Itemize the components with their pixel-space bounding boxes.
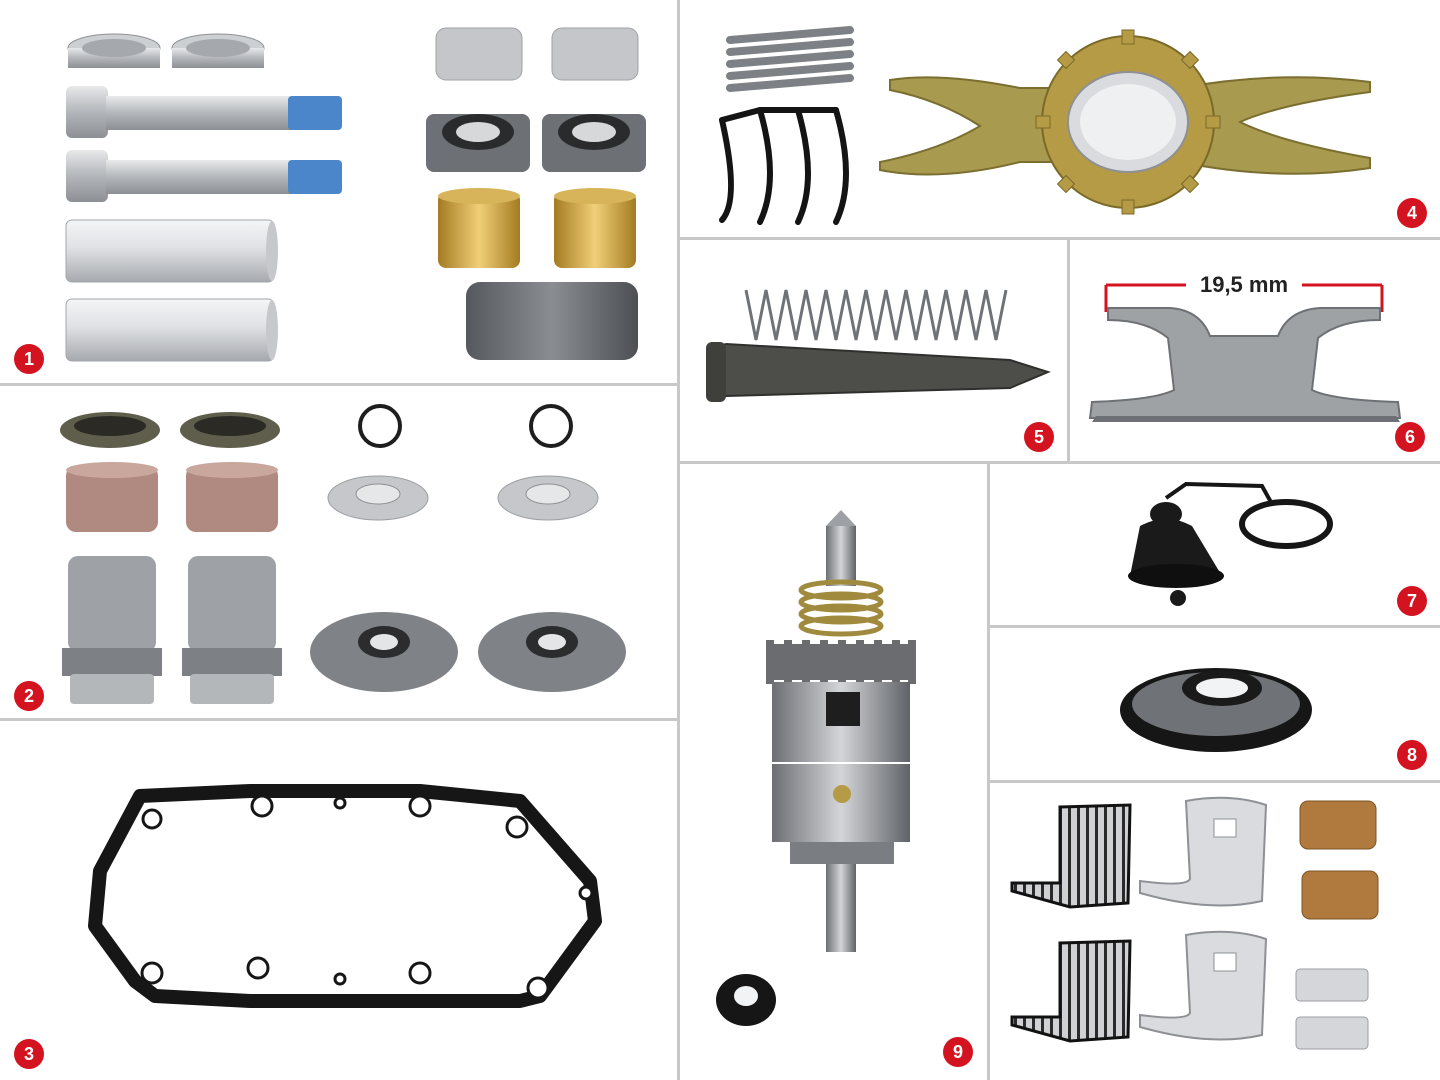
divider-h-left-1 xyxy=(0,383,677,386)
panel-number-badge: 1 xyxy=(14,344,44,374)
adjuster-gear-icon xyxy=(719,26,1371,225)
adjuster-shaft-icon xyxy=(716,510,916,1026)
spring-shaft-icon xyxy=(706,289,1051,402)
panel-3: 3 xyxy=(0,721,677,1080)
panel-number-badge: 5 xyxy=(1024,422,1054,452)
divider-h-right-1 xyxy=(680,237,1440,240)
panel-2-parts xyxy=(60,404,626,704)
panel-number-badge: 8 xyxy=(1397,740,1427,770)
panel-number-badge: 9 xyxy=(943,1037,973,1067)
gasket-icon xyxy=(88,784,602,1008)
fork-plate-icon: 19,5 mm xyxy=(1088,272,1402,422)
rubber-cap-icon xyxy=(1128,481,1333,606)
panel-4: 4 xyxy=(680,0,1440,237)
panel-1: 1 xyxy=(0,0,677,383)
divider-h-right-3 xyxy=(990,625,1440,628)
panel-number-badge: 7 xyxy=(1397,586,1427,616)
panel-5: 5 xyxy=(680,240,1067,461)
divider-vertical-main xyxy=(677,0,680,1080)
panel-7: 7 xyxy=(990,464,1440,625)
panel-10 xyxy=(990,783,1440,1080)
panel-number-badge: 3 xyxy=(14,1039,44,1069)
divider-v-right-1 xyxy=(1067,240,1070,462)
seal-ring-icon xyxy=(1120,668,1312,752)
panel-6: 19,5 mm 6 xyxy=(1070,240,1440,461)
divider-v-right-2 xyxy=(987,464,990,1080)
divider-h-right-4 xyxy=(990,780,1440,783)
panel-9: 9 xyxy=(680,464,987,1080)
needle-bearing-icon xyxy=(1010,796,1379,1050)
panel-number-badge: 2 xyxy=(14,681,44,711)
panel-2: 2 xyxy=(0,386,677,718)
divider-h-right-2 xyxy=(680,461,1440,464)
dimension-label: 19,5 mm xyxy=(1200,272,1288,297)
panel-1-parts xyxy=(65,27,646,362)
panel-number-badge: 4 xyxy=(1397,198,1427,228)
panel-8: 8 xyxy=(990,628,1440,780)
panel-number-badge: 6 xyxy=(1395,422,1425,452)
divider-h-left-2 xyxy=(0,718,677,721)
